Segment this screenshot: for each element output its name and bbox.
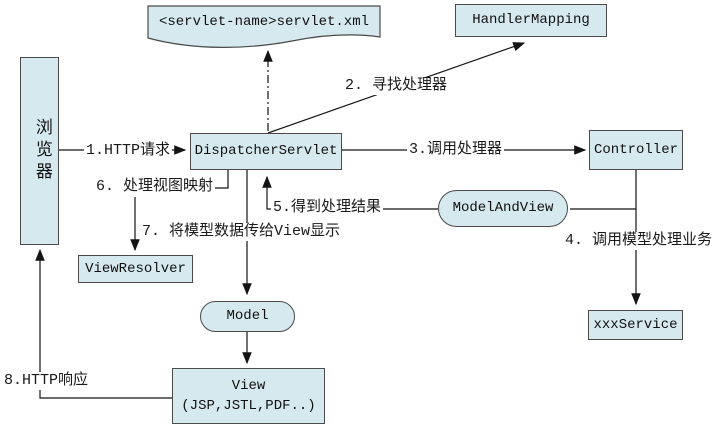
edge-label-8-http-response: 8.HTTP响应	[2, 372, 91, 390]
edge-label-6-view-mapping: 6. 处理视图映射	[94, 178, 216, 196]
edge-label-3-call-handler: 3.调用处理器	[407, 141, 505, 159]
node-browser-label: 浏览器	[30, 118, 50, 184]
edge-label-1-http-request: 1.HTTP请求	[84, 142, 173, 160]
node-view-resolver-label: ViewResolver	[85, 260, 186, 277]
edge-label-5-result: 5.得到处理结果	[271, 199, 384, 217]
node-dispatcher-servlet-label: DispatcherServlet	[194, 143, 338, 160]
node-model: Model	[200, 301, 295, 332]
node-handler-mapping: HandlerMapping	[455, 4, 607, 37]
node-controller: Controller	[589, 130, 683, 170]
edge-label-7-model-to-view: 7. 将模型数据传给View显示	[140, 223, 343, 241]
node-handler-mapping-label: HandlerMapping	[472, 12, 590, 29]
node-view-sublabel: (JSP,JSTL,PDF..)	[181, 398, 316, 414]
node-controller-label: Controller	[593, 141, 678, 158]
node-model-and-view-label: ModelAndView	[452, 200, 554, 217]
node-model-label: Model	[226, 308, 269, 325]
node-view-resolver: ViewResolver	[78, 255, 193, 283]
edge-label-4-call-service: 4. 调用模型处理业务	[563, 232, 712, 250]
edge-label-2-find-handler: 2. 寻找处理器	[343, 77, 450, 95]
node-dispatcher-servlet: DispatcherServlet	[190, 133, 342, 170]
node-view-label: View	[231, 377, 266, 394]
servlet-xml-document-shape	[147, 5, 381, 48]
node-servlet-xml-label: <servlet-name>servlet.xml	[158, 14, 370, 30]
node-view: View (JSP,JSTL,PDF..)	[172, 368, 325, 424]
node-model-and-view: ModelAndView	[438, 190, 568, 227]
node-xxx-service-label: xxxService	[593, 316, 678, 333]
edge-8-http-response-line	[35, 248, 172, 399]
node-browser: 浏览器	[20, 57, 59, 245]
node-xxx-service: xxxService	[588, 310, 683, 340]
